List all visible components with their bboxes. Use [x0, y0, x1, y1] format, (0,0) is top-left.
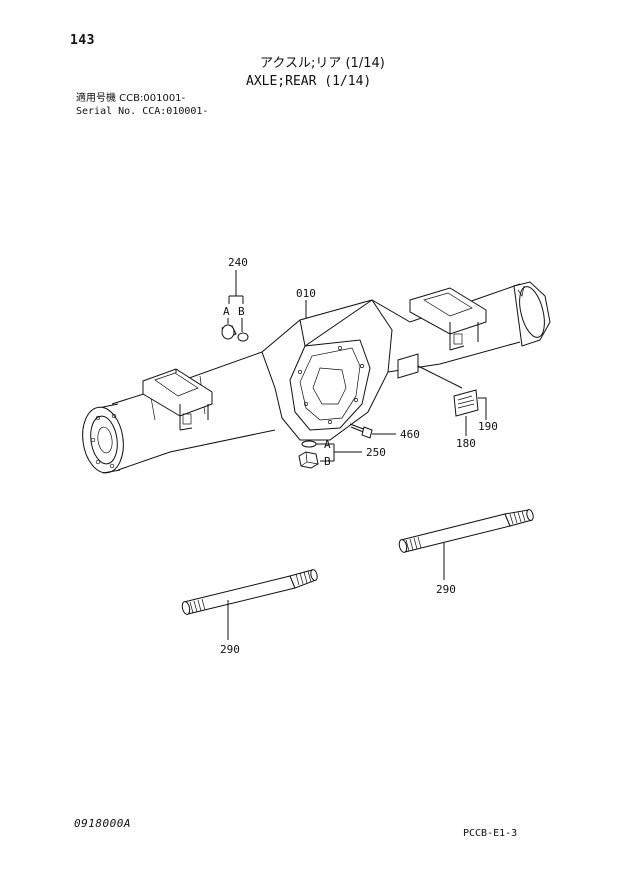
callout-190: 190	[478, 420, 498, 433]
applicable-serial-japanese: 適用号機 CCB:001001-	[76, 93, 186, 104]
part-240-group: 240 A B	[221, 256, 249, 342]
callout-460: 460	[400, 428, 420, 441]
part-290-right-shaft: 290	[398, 509, 534, 596]
callout-250-a: A	[324, 438, 331, 451]
part-180-190-group: 180 190	[417, 365, 498, 450]
callout-250: 250	[366, 446, 386, 459]
part-010-group: 010	[296, 287, 316, 318]
callout-290-right: 290	[436, 583, 456, 596]
callout-180: 180	[456, 437, 476, 450]
drawing-code: 0918000A	[74, 817, 131, 830]
page-number: 143	[70, 33, 95, 48]
callout-240: 240	[228, 256, 248, 269]
callout-240-b: B	[238, 305, 245, 318]
page-title-japanese: アクスル;リア (1/14)	[260, 56, 385, 71]
callout-010: 010	[296, 287, 316, 300]
page-title-english: AXLE;REAR (1/14)	[246, 74, 372, 89]
part-250-group: A B 250	[298, 438, 386, 469]
callout-290-left: 290	[220, 643, 240, 656]
page-code: PCCB-E1-3	[463, 828, 518, 839]
applicable-serial-english: Serial No. CCA:010001-	[76, 106, 209, 117]
part-290-left-shaft: 290	[181, 569, 318, 656]
part-460-group: 460	[349, 423, 420, 441]
axle-housing-drawing	[82, 281, 551, 474]
callout-250-b: B	[324, 455, 331, 468]
callout-240-a: A	[223, 305, 230, 318]
